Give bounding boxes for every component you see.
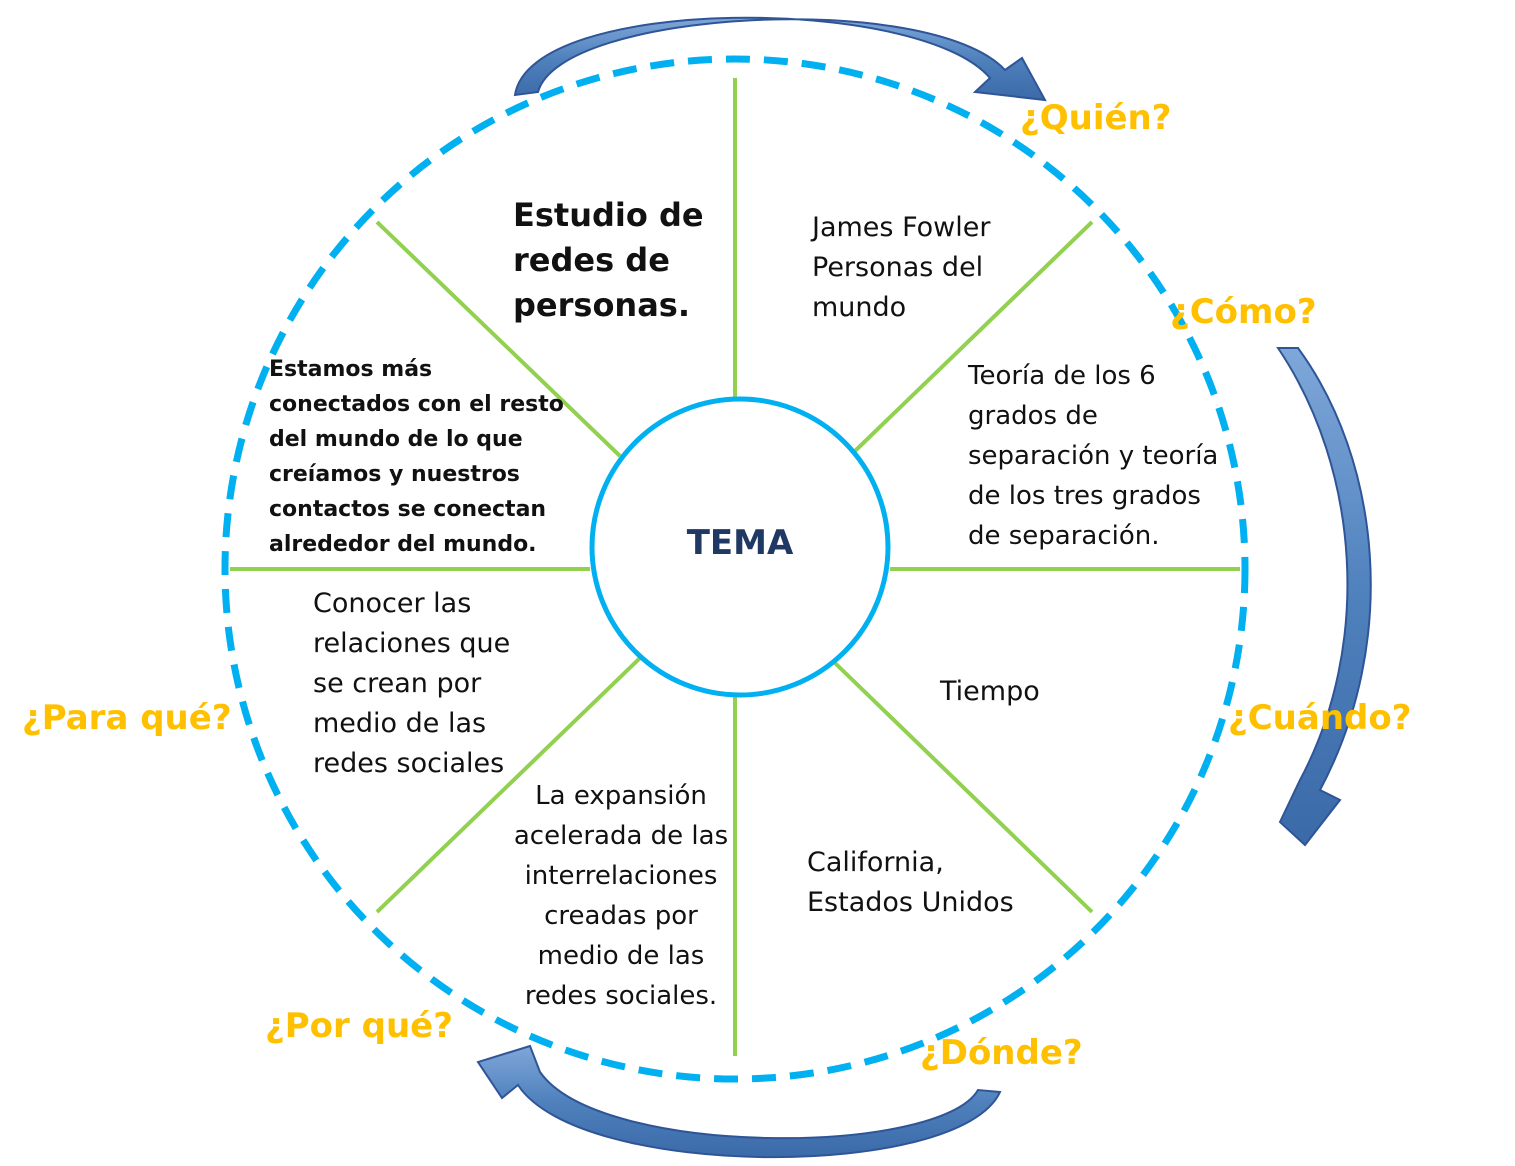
question-why: ¿Por qué? — [265, 1006, 453, 1046]
question-when: ¿Cuándo? — [1228, 698, 1412, 738]
segment-conclusion: Estamos más conectados con el resto del … — [269, 357, 564, 557]
segment-what-for: Conocer las relaciones que se crean por … — [313, 588, 511, 779]
segment-what: Estudio de redes de personas. — [513, 196, 704, 324]
center-circle — [589, 396, 891, 698]
curved-arrow-icon — [1276, 347, 1372, 847]
segment-when: Tiempo — [940, 676, 1040, 707]
question-what-for: ¿Para qué? — [22, 698, 232, 738]
segment-where: California, Estados Unidos — [807, 847, 1014, 918]
spoke-bottom-left — [375, 656, 642, 914]
outer-dashed-circle — [221, 55, 1249, 1083]
segment-why: La expansión acelerada de las interrelac… — [513, 781, 729, 1011]
curved-arrow-icon — [476, 1044, 1002, 1159]
question-how: ¿Cómo? — [1170, 292, 1317, 332]
spoke-top-left — [375, 220, 622, 458]
question-where: ¿Dónde? — [920, 1033, 1083, 1073]
spoke-bottom-right — [833, 661, 1094, 914]
segment-who: James Fowler Personas del mundo — [812, 212, 991, 323]
segment-how: Teoría de los 6 grados de separación y t… — [968, 361, 1219, 551]
spoke-top-right — [853, 220, 1094, 453]
center-label: TEMA — [686, 523, 794, 563]
curved-arrow-icon — [513, 16, 1047, 102]
spokes — [230, 78, 1240, 1056]
question-who: ¿Quién? — [1020, 98, 1172, 138]
